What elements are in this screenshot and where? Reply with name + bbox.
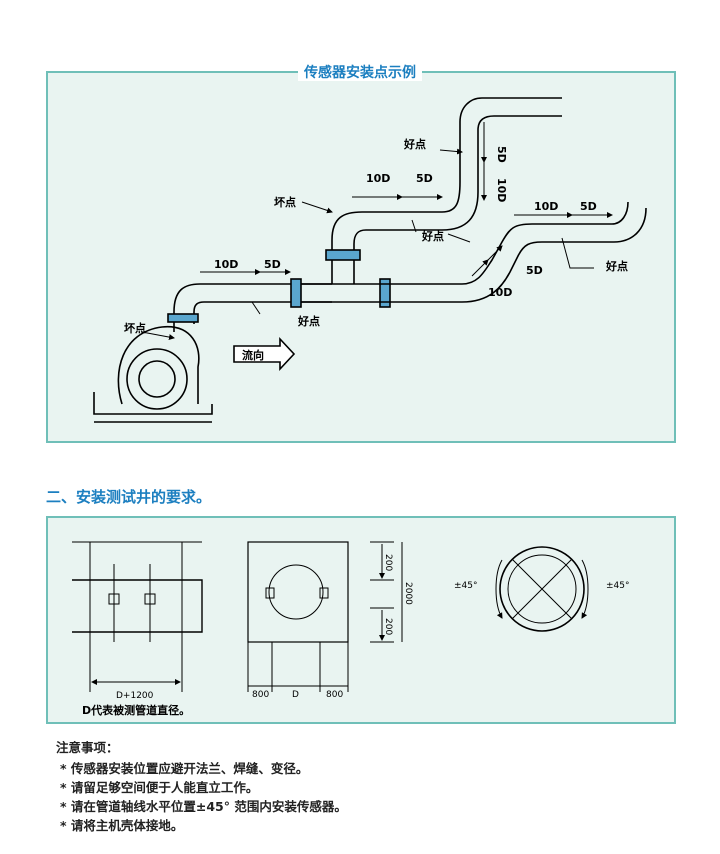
dim-10d-1: 10D xyxy=(214,258,238,271)
dim-5d-vert: 5D xyxy=(495,146,508,163)
pipe-outlet xyxy=(173,283,332,332)
label-good-top: 好点 xyxy=(403,137,426,151)
dim-5d-2: 5D xyxy=(416,172,433,185)
dim-5d-1: 5D xyxy=(264,258,281,271)
pipe-diagonal xyxy=(461,201,629,285)
pipe-tee xyxy=(331,211,442,284)
dim-10d-vert: 10D xyxy=(495,178,508,202)
dim-top: 200 xyxy=(383,554,393,571)
notes-block: 注意事项： * 传感器安装位置应避开法兰、焊缝、变径。 * 请留足够空间便于人能… xyxy=(56,738,347,835)
angle-right: ±45° xyxy=(606,581,630,591)
pipe-section-circle xyxy=(499,546,585,632)
angle-left: ±45° xyxy=(454,581,478,591)
dim-side-right: 800 xyxy=(326,690,343,700)
test-well-panel: D+1200 800 D 800 200 2000 200 ±45° ±45° … xyxy=(46,516,676,724)
dim-length: D+1200 xyxy=(116,691,154,701)
dim-height: 2000 xyxy=(403,582,413,605)
dim-dia: D xyxy=(292,690,299,700)
panel-title-row: 传感器安装点示例 xyxy=(0,62,720,81)
pipe-diagram: 好点 坏点 坏点 好点 好点 好点 流向 10D 5D 10D 5D 10D 5… xyxy=(93,97,647,423)
dim-side-left: 800 xyxy=(252,690,269,700)
note-item: * 请将主机壳体接地。 xyxy=(60,818,184,833)
test-well-diagram: D+1200 800 D 800 200 2000 200 ±45° ±45° … xyxy=(72,541,630,717)
label-bad-fan: 坏点 xyxy=(124,321,146,335)
dim-5d-diag: 5D xyxy=(526,264,543,277)
flow-arrow xyxy=(233,336,296,372)
well-cross-section xyxy=(247,541,349,643)
side-view-pipe xyxy=(72,579,203,633)
dim-5d-3: 5D xyxy=(580,200,597,213)
label-flow: 流向 xyxy=(242,348,264,362)
section1-title: 传感器安装点示例 xyxy=(298,65,422,81)
note-item: * 请在管道轴线水平位置±45° 范围内安装传感器。 xyxy=(60,799,347,814)
note-item: * 请留足够空间便于人能直立工作。 xyxy=(60,780,259,795)
note-item: * 传感器安装位置应避开法兰、焊缝、变径。 xyxy=(60,761,309,776)
installation-example-panel: 好点 坏点 坏点 好点 好点 好点 流向 10D 5D 10D 5D 10D 5… xyxy=(46,71,676,443)
dim-10d-2: 10D xyxy=(366,172,390,185)
fan-base xyxy=(93,392,213,415)
label-bad-tee: 坏点 xyxy=(274,195,296,209)
dim-10d-diag: 10D xyxy=(488,286,512,299)
notes-title: 注意事项： xyxy=(56,740,119,755)
label-good-right: 好点 xyxy=(605,259,628,273)
diameter-caption: D代表被测管道直径。 xyxy=(82,703,190,717)
fan-housing xyxy=(117,326,200,405)
dim-bottom: 200 xyxy=(383,618,393,635)
flange-1 xyxy=(290,278,302,308)
label-good-mid: 好点 xyxy=(297,314,320,328)
fan-wheel xyxy=(126,348,188,410)
dim-10d-3: 10D xyxy=(534,200,558,213)
flange-2 xyxy=(379,278,391,308)
section2-heading: 二、安装测试井的要求。 xyxy=(46,488,212,506)
label-good-diag: 好点 xyxy=(421,229,444,243)
